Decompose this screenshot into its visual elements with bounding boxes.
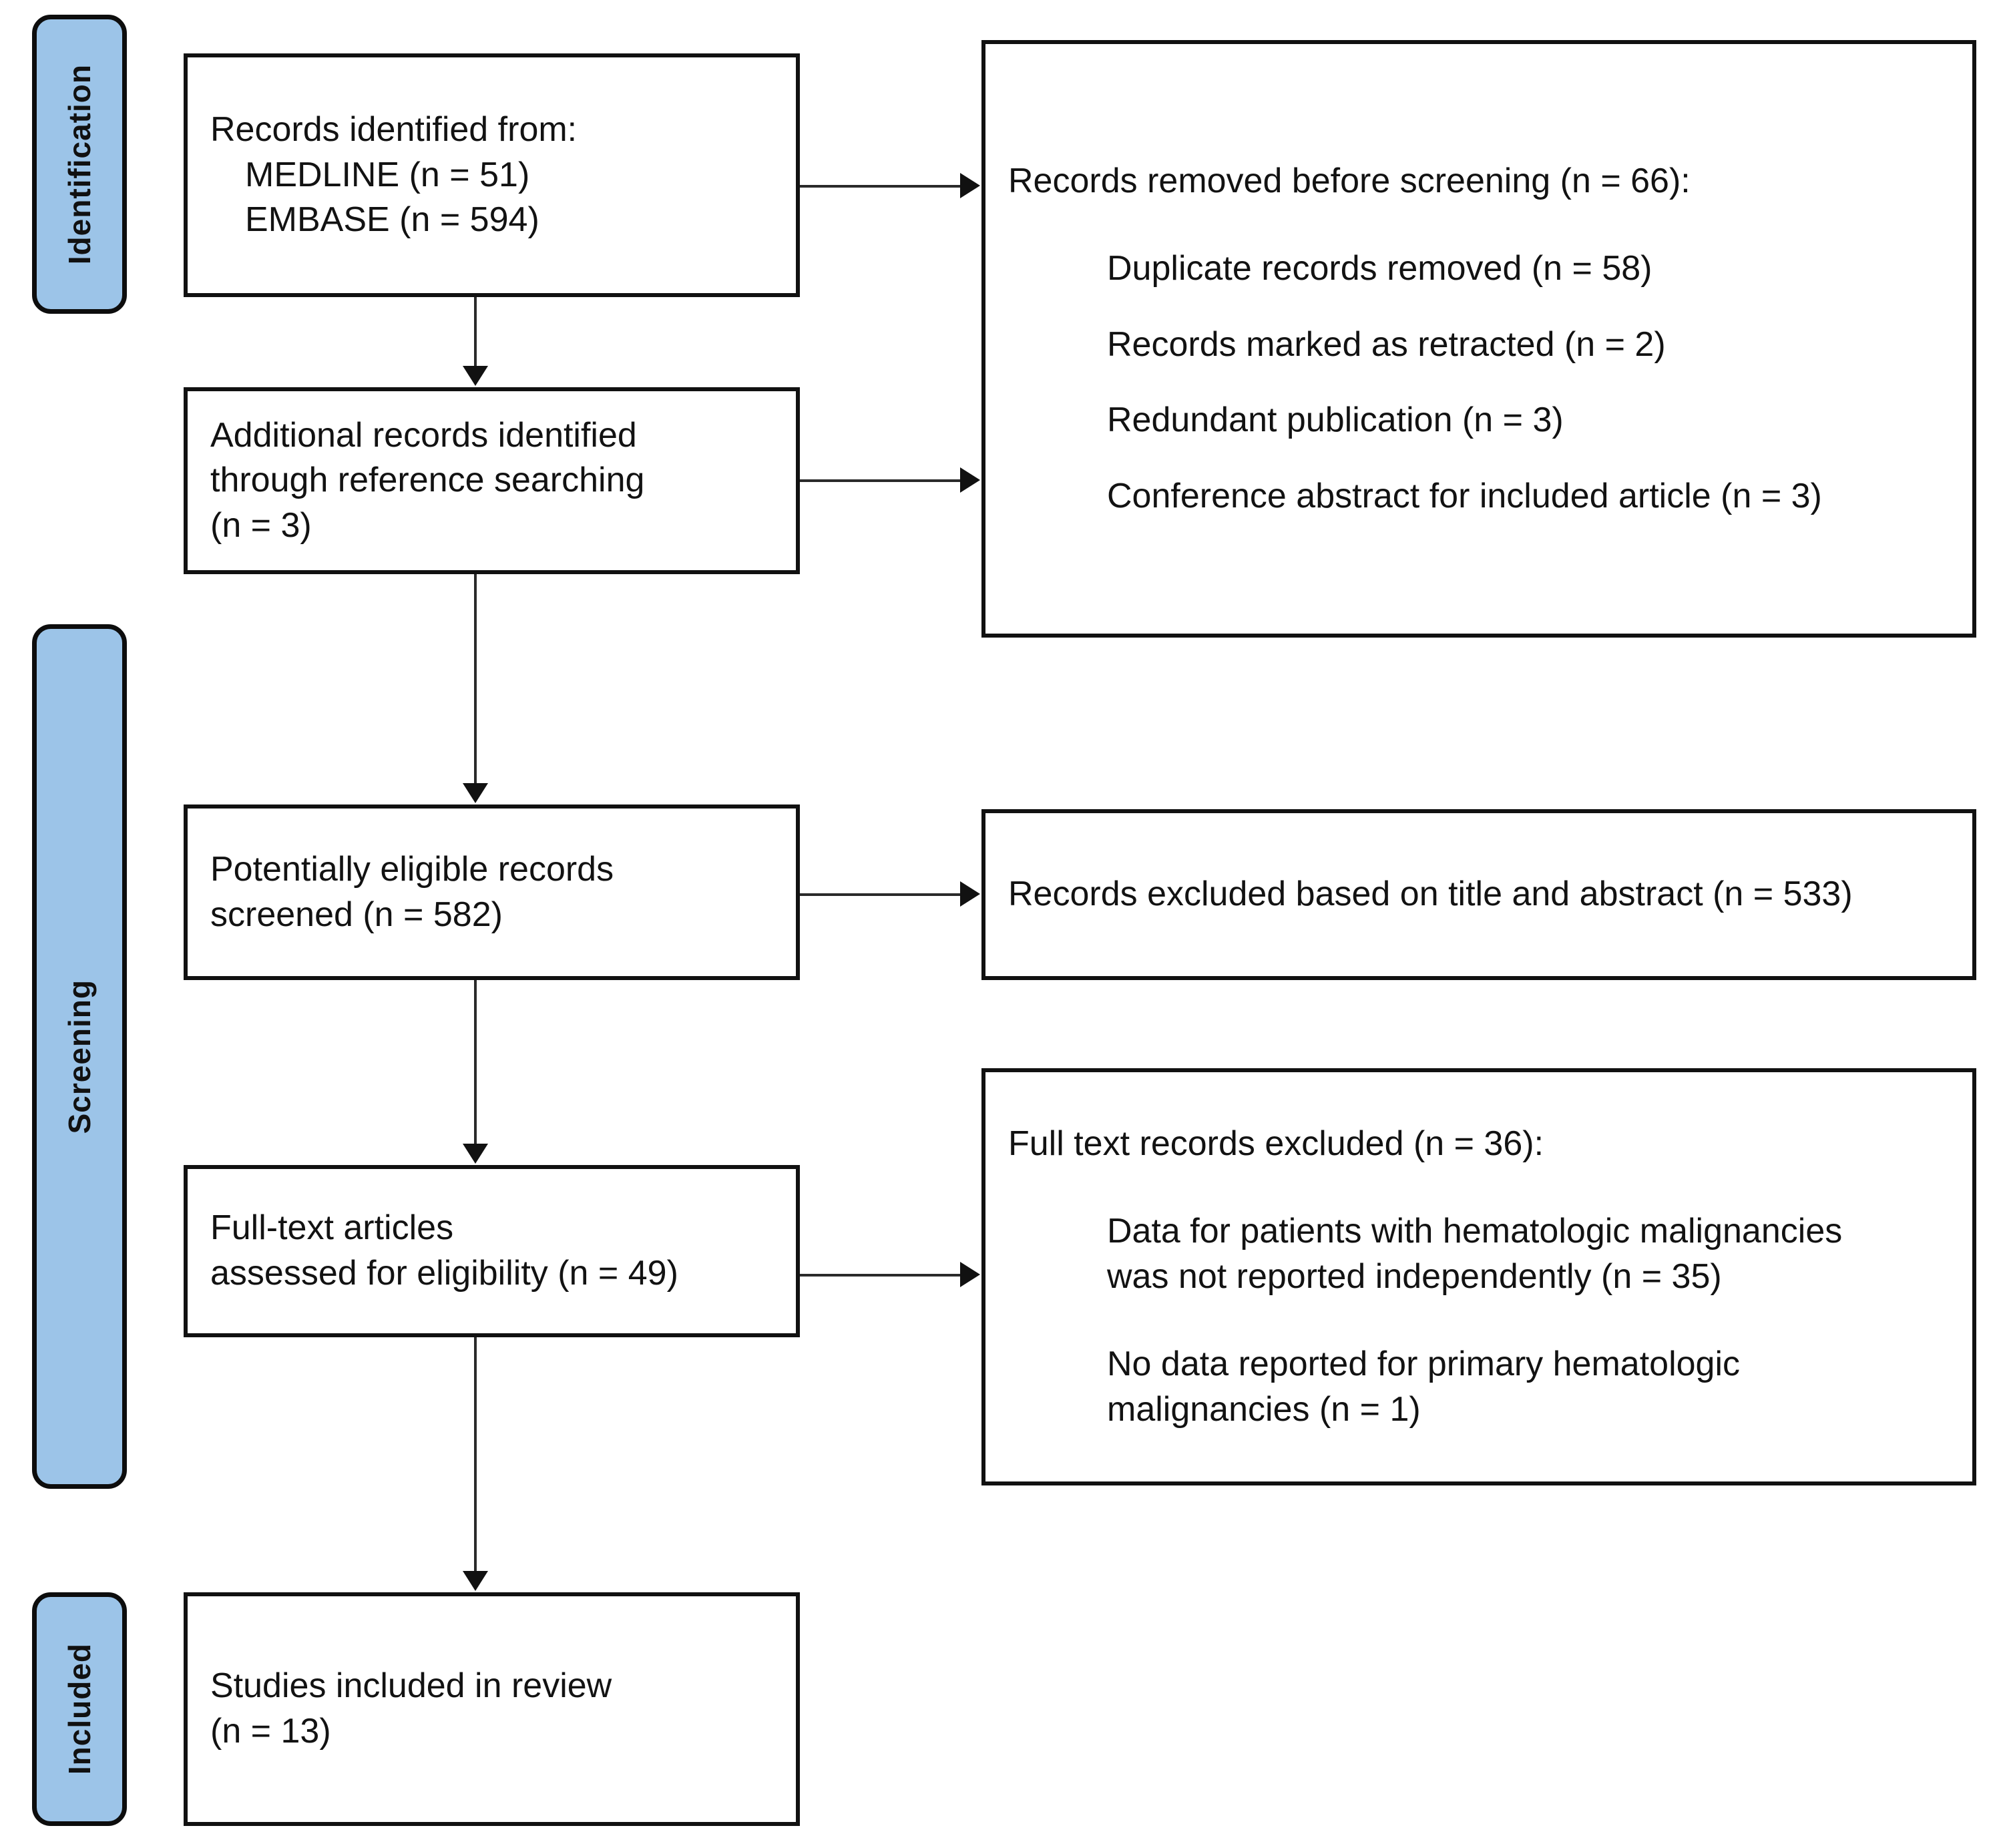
stage-pill-included-label: Included bbox=[62, 1643, 97, 1775]
arrowhead-additional-to-removed bbox=[960, 467, 980, 493]
additional-records-line-2: through reference searching bbox=[210, 461, 645, 500]
potentially-eligible-line-1: Potentially eligible records bbox=[210, 849, 614, 889]
connector-fulltext-to-included bbox=[474, 1337, 477, 1572]
box-records-removed: Records removed before screening (n = 66… bbox=[981, 40, 1976, 638]
records-removed-heading: Records removed before screening (n = 66… bbox=[1008, 161, 1691, 200]
connector-additional-to-eligible bbox=[474, 574, 477, 784]
records-removed-item-4: Conference abstract for included article… bbox=[1107, 476, 1822, 515]
box-full-text-excluded: Full text records excluded (n = 36): Dat… bbox=[981, 1068, 1976, 1485]
arrowhead-eligible-to-fulltext bbox=[463, 1144, 488, 1164]
box-full-text-assessed: Full-text articles assessed for eligibil… bbox=[184, 1165, 800, 1337]
potentially-eligible-line-2: screened (n = 582) bbox=[210, 895, 503, 934]
stage-pill-identification: Identification bbox=[32, 15, 127, 314]
stage-pill-included: Included bbox=[32, 1592, 127, 1826]
stage-pill-screening: Screening bbox=[32, 624, 127, 1489]
records-identified-line-2: MEDLINE (n = 51) bbox=[245, 155, 530, 194]
additional-records-line-3: (n = 3) bbox=[210, 505, 312, 545]
connector-eligible-to-fulltext bbox=[474, 980, 477, 1145]
records-removed-item-3: Redundant publication (n = 3) bbox=[1107, 401, 1564, 440]
additional-records-line-1: Additional records identified bbox=[210, 415, 637, 455]
full-text-excluded-heading: Full text records excluded (n = 36): bbox=[1008, 1124, 1544, 1163]
box-studies-included: Studies included in review (n = 13) bbox=[184, 1592, 800, 1826]
full-text-excluded-item-1: Data for patients with hematologic malig… bbox=[1107, 1212, 1843, 1296]
arrowhead-identified-to-additional bbox=[463, 366, 488, 386]
connector-fulltext-to-excluded bbox=[800, 1274, 961, 1277]
records-identified-line-1: Records identified from: bbox=[210, 110, 578, 150]
records-removed-item-1: Duplicate records removed (n = 58) bbox=[1107, 249, 1652, 288]
arrowhead-identified-to-removed bbox=[960, 173, 980, 198]
full-text-excluded-item-2: No data reported for primary hematologic… bbox=[1107, 1345, 1741, 1429]
studies-included-line-1: Studies included in review bbox=[210, 1666, 612, 1706]
connector-identified-to-removed bbox=[800, 185, 961, 188]
stage-pill-screening-label: Screening bbox=[62, 979, 97, 1134]
records-identified-line-3: EMBASE (n = 594) bbox=[245, 200, 539, 240]
connector-additional-to-removed bbox=[800, 479, 961, 482]
box-additional-records: Additional records identified through re… bbox=[184, 387, 800, 574]
box-records-excluded-title-abstract: Records excluded based on title and abst… bbox=[981, 809, 1976, 980]
studies-included-line-2: (n = 13) bbox=[210, 1712, 331, 1751]
arrowhead-fulltext-to-included bbox=[463, 1571, 488, 1591]
stage-pill-identification-label: Identification bbox=[62, 63, 97, 265]
full-text-assessed-line-1: Full-text articles bbox=[210, 1208, 454, 1248]
connector-eligible-to-excluded-title bbox=[800, 893, 961, 896]
arrowhead-eligible-to-excluded-title bbox=[960, 881, 980, 907]
connector-identified-to-additional bbox=[474, 297, 477, 367]
records-excluded-title-abstract-line-1: Records excluded based on title and abst… bbox=[1008, 875, 1853, 914]
records-removed-item-2: Records marked as retracted (n = 2) bbox=[1107, 324, 1666, 364]
box-potentially-eligible: Potentially eligible records screened (n… bbox=[184, 804, 800, 980]
arrowhead-fulltext-to-excluded bbox=[960, 1262, 980, 1287]
full-text-assessed-line-2: assessed for eligibility (n = 49) bbox=[210, 1254, 678, 1293]
box-records-identified: Records identified from: MEDLINE (n = 51… bbox=[184, 53, 800, 297]
arrowhead-additional-to-eligible bbox=[463, 783, 488, 803]
